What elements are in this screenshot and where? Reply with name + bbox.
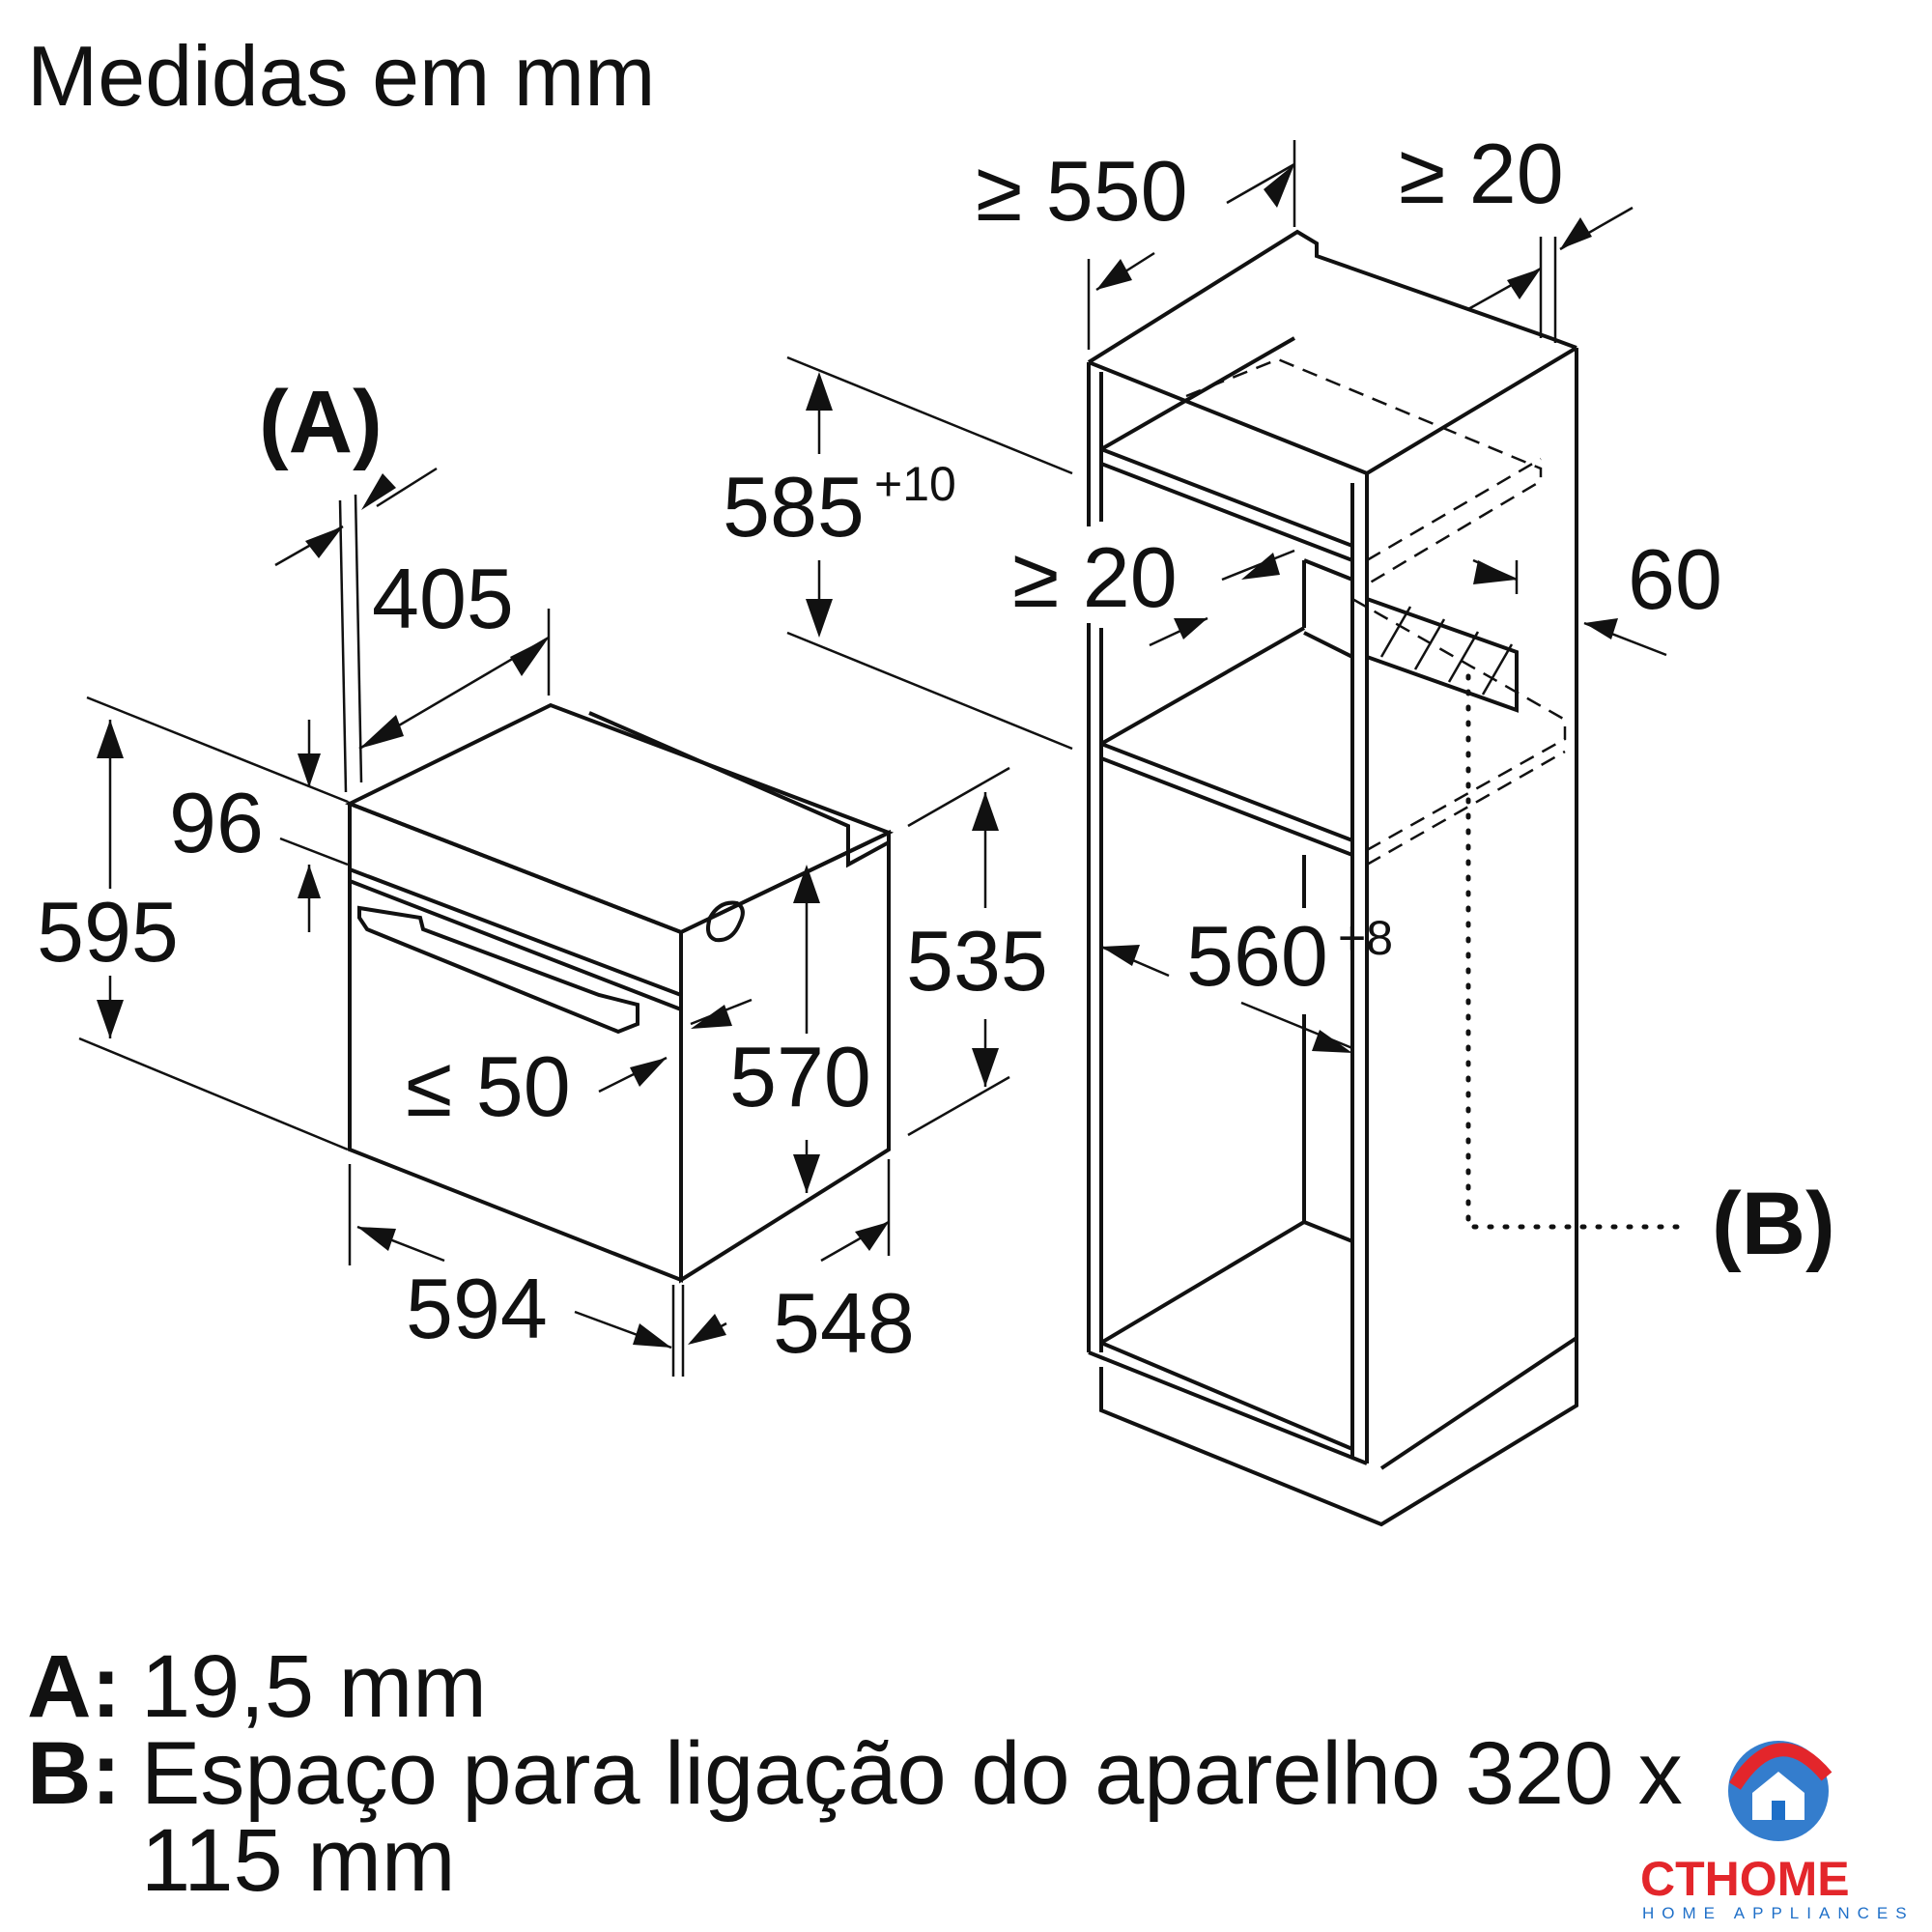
dim-595: 595	[37, 884, 179, 980]
dimension-labels: (A) 405 96 595 594 548 535 570 ≤ 50 ≥ 55…	[37, 126, 1835, 1371]
legend-a-key: A:	[27, 1637, 122, 1736]
door-top-edge	[349, 879, 682, 1011]
oven-side	[679, 829, 891, 1284]
cabinet-drawing	[1087, 229, 1689, 1527]
b-marker: (B)	[1712, 1175, 1835, 1273]
dim-594: 594	[406, 1261, 548, 1356]
cabinet-plinth	[1099, 1338, 1578, 1527]
door-handle	[357, 905, 639, 1035]
dim-548: 548	[773, 1275, 915, 1371]
cthome-logo: CTHOME HOME APPLIANCES	[1638, 1733, 1918, 1926]
connection-box	[1365, 596, 1519, 713]
side-hook	[706, 900, 745, 943]
connection-hatch	[1379, 606, 1514, 696]
cabinet-right-panel	[1379, 348, 1578, 1470]
logo-brand: CTHOME	[1640, 1852, 1850, 1906]
legend-b-text: Espaço para ligação do aparelho 320 x	[141, 1724, 1683, 1823]
cabinet-dimensions	[786, 140, 1667, 1053]
dim-560: 560	[1186, 908, 1328, 1004]
dim-570: 570	[729, 1029, 871, 1124]
b-leader	[1465, 673, 1689, 1230]
dim-405: 405	[372, 551, 514, 646]
dim-96: 96	[169, 775, 264, 870]
legend-b-cont: 115 mm	[141, 1816, 456, 1905]
cabinet-top	[1087, 229, 1577, 364]
dim-door-gap: ≤ 50	[406, 1038, 571, 1134]
dim-niche-depth: ≥ 550	[976, 143, 1188, 239]
dim-585-tol: +10	[874, 457, 956, 511]
legend-b-key: B:	[27, 1724, 122, 1823]
page-title: Medidas em mm	[27, 28, 656, 124]
logo-sub: HOME APPLIANCES	[1642, 1904, 1915, 1922]
dim-560-tol: +8	[1338, 911, 1393, 965]
oven-dimensions	[78, 467, 1010, 1377]
house-logo-icon: CTHOME HOME APPLIANCES	[1640, 1741, 1915, 1922]
dim-535: 535	[906, 913, 1048, 1009]
oven-drawing	[345, 702, 895, 1284]
control-strip	[349, 867, 682, 997]
dim-rear-gap-top: ≥ 20	[1399, 126, 1564, 221]
legend-b-text-2: 115 mm	[141, 1811, 456, 1910]
dim-60: 60	[1628, 531, 1722, 627]
legend-a: A:19,5 mm	[27, 1642, 487, 1731]
dim-585: 585	[723, 459, 865, 554]
a-marker: (A)	[259, 373, 383, 471]
dim-rear-gap-mid: ≥ 20	[1012, 529, 1178, 625]
legend-a-text: 19,5 mm	[141, 1637, 487, 1736]
oven-back-step	[588, 711, 890, 868]
legend-b: B:Espaço para ligação do aparelho 320 x	[27, 1729, 1683, 1818]
